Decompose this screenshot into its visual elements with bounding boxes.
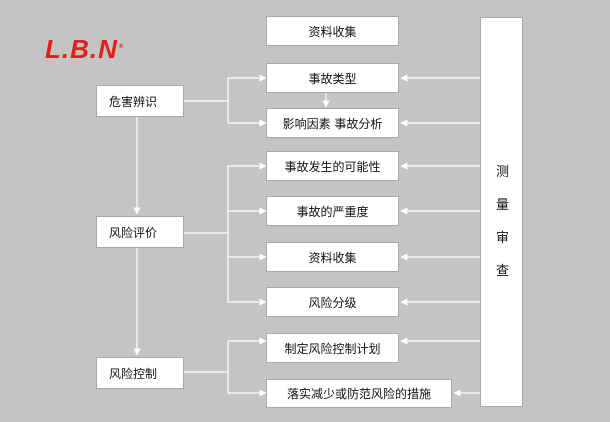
step-factor-analysis: 影响因素 事故分析 [266,108,399,138]
step-implement-measures: 落实减少或防范风险的措施 [266,379,452,408]
stage-risk-evaluation: 风险评价 [96,216,184,248]
measurement-review-char-2: 量 [495,198,509,213]
registered-mark: ® [118,44,125,50]
step-data-collection: 资料收集 [266,16,399,46]
step-data-collection-2: 资料收集 [266,242,399,272]
stage-hazard-identification: 危害辨识 [96,85,184,117]
step-severity: 事故的严重度 [266,196,399,226]
step-accident-type: 事故类型 [266,63,399,93]
logo-text: L.B.N [45,34,118,64]
step-control-plan: 制定风险控制计划 [266,333,399,363]
measurement-review-char-3: 审 [495,231,509,246]
measurement-review-char-1: 测 [495,165,509,180]
step-likelihood: 事故发生的可能性 [266,151,399,181]
measurement-review-char-4: 查 [495,264,509,279]
step-risk-grading: 风险分级 [266,287,399,317]
measurement-review-column: 测 量 审 查 [480,17,523,407]
lbn-logo: L.B.N® [45,34,124,65]
stage-risk-control: 风险控制 [96,357,184,389]
